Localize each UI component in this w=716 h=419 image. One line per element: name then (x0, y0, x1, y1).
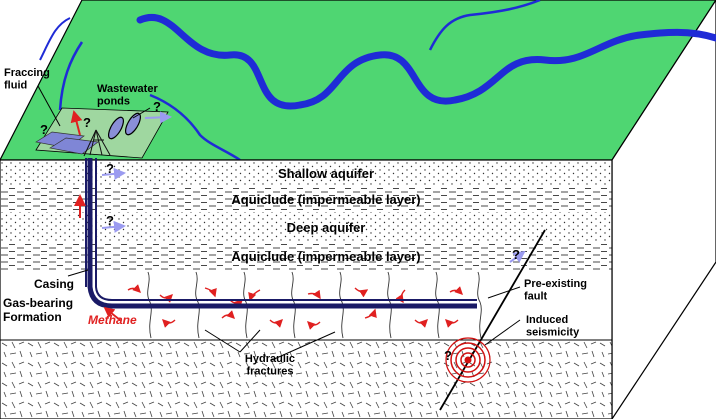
layer-basement (0, 340, 612, 419)
label-shallow-aquifer: Shallow aquifer (278, 166, 374, 181)
layer-shallow-aquifer (0, 160, 612, 186)
layer-aquiclude-2 (0, 242, 612, 270)
seep-arrow-blue-deep (101, 220, 126, 233)
label-aquiclude-2: Aquiclude (impermeable layer) (231, 249, 420, 264)
river-tributary-3 (428, 0, 541, 51)
seep-arrow-blue-pad (144, 111, 172, 124)
seismic-epicenter-icon (445, 337, 491, 383)
river-tributary-2 (149, 93, 241, 162)
label-deep-aquifer: Deep aquifer (287, 220, 366, 235)
wastewater-pond-icons (108, 112, 141, 140)
label-casing: Casing (34, 277, 74, 291)
unknown-mark: ? (512, 247, 520, 262)
unknown-mark: ? (153, 99, 161, 114)
well-casing (87, 158, 477, 309)
fracking-fluid-tanks (35, 131, 99, 155)
label-aquiclude-1: Aquiclude (impermeable layer) (231, 192, 420, 207)
unknown-mark: ? (444, 348, 452, 363)
layer-aquiclude-1 (0, 186, 612, 212)
seep-arrow-red-surface (70, 110, 83, 136)
river-main (136, 14, 716, 110)
wellhead-icon (83, 129, 111, 157)
unknown-mark: ? (106, 213, 114, 228)
seep-arrow-blue-shallow (101, 167, 126, 180)
unknown-mark: ? (83, 115, 91, 130)
hydraulic-fracture-cells (147, 271, 482, 339)
unknown-mark: ? (40, 122, 48, 137)
river-tributary-1 (58, 41, 84, 111)
river-tributary-4 (39, 17, 71, 61)
unknown-mark: ? (106, 161, 114, 176)
methane-arrow (103, 306, 121, 321)
seep-arrow-blue-fault (509, 250, 526, 263)
leader-lines (37, 85, 521, 361)
label-methane: Methane (88, 313, 137, 327)
